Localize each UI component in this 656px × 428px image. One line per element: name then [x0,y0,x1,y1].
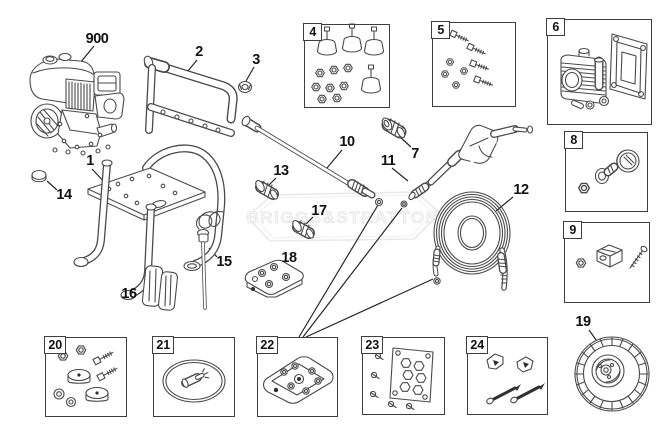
kit-box-24[interactable]: 24 [466,336,548,415]
kit-box-9-label: 9 [563,221,583,240]
nozzle-plate [244,259,304,298]
kit-box-6-label: 6 [546,18,566,37]
kit-box-6[interactable]: 6 [546,18,652,125]
spray-gun [400,124,534,208]
high-pressure-hose [432,191,511,291]
lance-extension [241,115,384,207]
kit-box-8[interactable]: 8 [564,131,648,212]
quick-coupler [381,117,407,139]
kit-box-22[interactable]: 22 [256,336,338,417]
kit20-hardware [53,345,118,408]
callout-19[interactable]: 19 [575,314,591,330]
kit-box-23-label: 23 [361,336,384,355]
callout-7[interactable]: 7 [411,146,419,162]
hose-coupler [292,219,315,239]
kit-box-4-label: 4 [303,23,323,42]
kit21-oring-filter [162,359,226,403]
kit9-clamp-hardware [575,244,648,269]
kit5-bolts-and-nuts [440,29,494,89]
kit6-pump-assembly [560,33,648,110]
hose-clip [141,265,178,311]
kit22-pointer-lines [298,204,434,338]
kit-box-5[interactable]: 5 [431,21,516,107]
callout-3[interactable]: 3 [252,52,260,68]
kit-box-21[interactable]: 21 [152,336,235,417]
callout-11[interactable]: 11 [380,153,396,169]
kit-box-9[interactable]: 9 [563,221,650,303]
kit-box-21-label: 21 [152,336,175,355]
siphon-tube [195,210,224,310]
kit-box-23[interactable]: 23 [361,336,445,415]
adapter-coupler [255,179,279,200]
callout-900[interactable]: 900 [85,31,109,47]
kit4-mounts-and-nuts [311,23,385,104]
callout-18[interactable]: 18 [281,250,297,266]
callout-17[interactable]: 17 [311,203,327,219]
kit-box-5-label: 5 [431,21,451,40]
kit22-oring-panel [263,356,334,404]
kit-box-4[interactable]: 4 [303,23,390,108]
handle-assembly [143,55,238,137]
kit-box-22-label: 22 [256,336,279,355]
callout-14[interactable]: 14 [56,187,72,203]
kit-box-24-label: 24 [466,336,489,355]
watermark-text: BRIGGS&STRATTON [247,208,440,227]
leg-cap [31,169,47,183]
kit24-hooks-screws [486,353,545,405]
callout-10[interactable]: 10 [339,134,355,150]
kit-box-20[interactable]: 20 [44,336,127,417]
engine-assembly [29,52,125,156]
callout-12[interactable]: 12 [513,182,529,198]
kit-box-8-label: 8 [564,131,584,150]
kit23-plate-screws [369,347,434,411]
wheel [574,336,650,412]
callout-2[interactable]: 2 [195,44,203,60]
callout-15[interactable]: 15 [216,254,232,270]
callout-16[interactable]: 16 [121,286,137,302]
callout-13[interactable]: 13 [273,163,289,179]
kit8-fittings [577,149,640,194]
callout-1[interactable]: 1 [86,153,94,169]
kit-box-20-label: 20 [44,336,67,355]
nut [237,80,253,94]
